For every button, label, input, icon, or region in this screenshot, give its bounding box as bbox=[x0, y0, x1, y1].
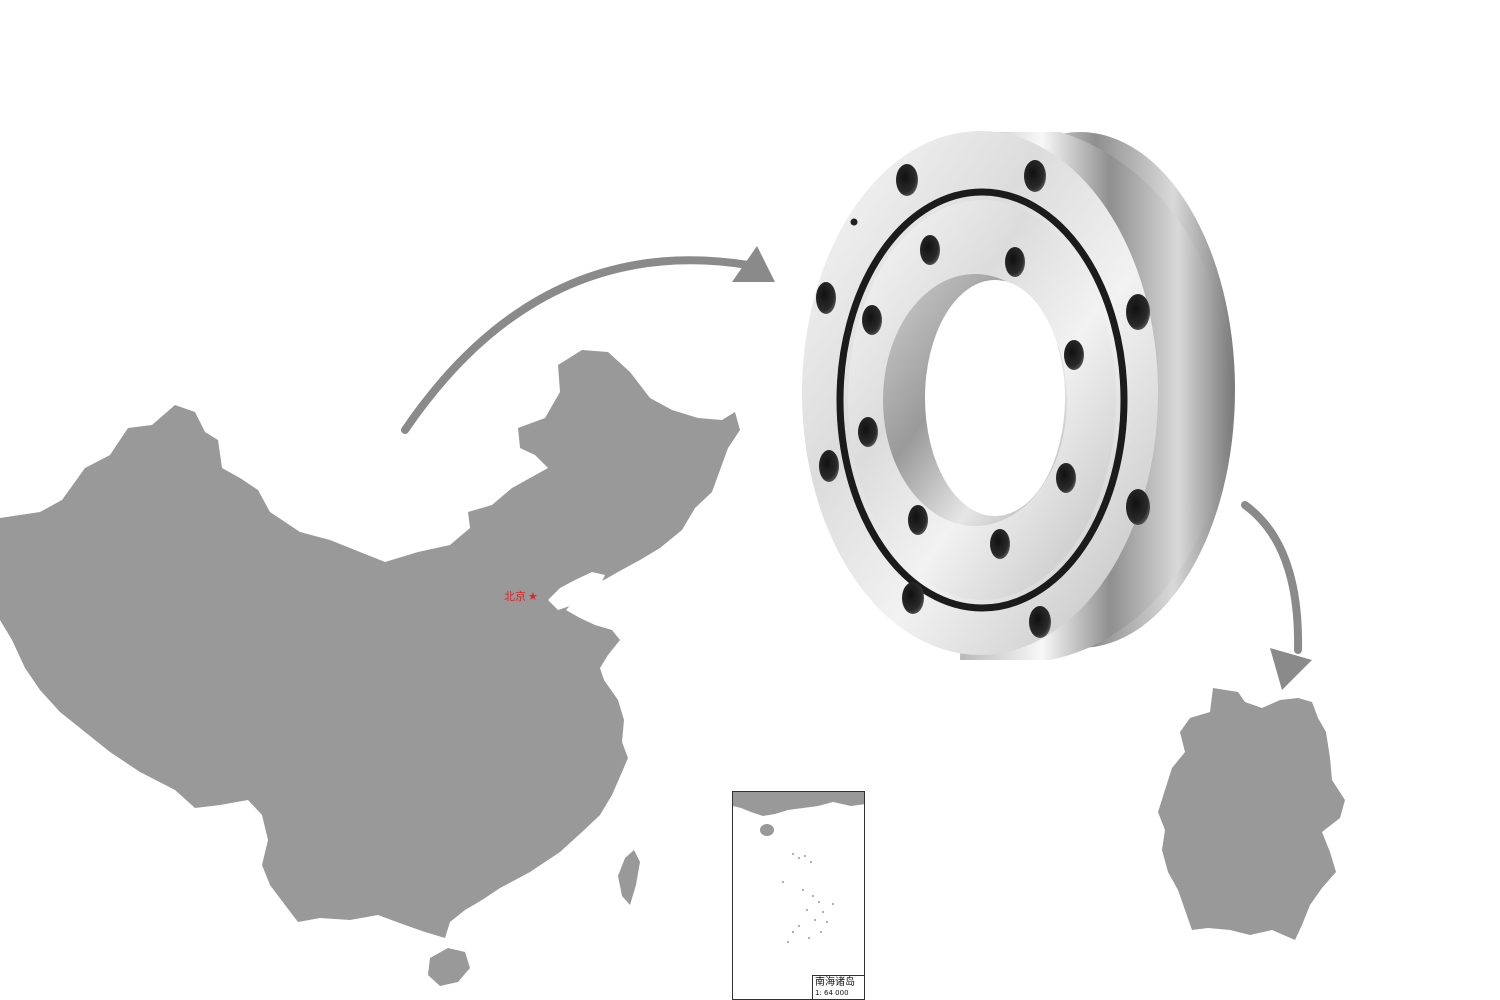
germany-map bbox=[1158, 688, 1345, 940]
china-map bbox=[0, 350, 740, 938]
curved-arrow-right bbox=[401, 256, 752, 434]
inner-bolt-holes bbox=[858, 235, 1084, 559]
inset-caption: 南海诸岛 1: 64 000 000 bbox=[812, 975, 864, 999]
arrow-head-right bbox=[732, 246, 775, 282]
lubrication-hole bbox=[850, 218, 858, 226]
taiwan-island bbox=[618, 850, 640, 905]
bohai-bay bbox=[548, 572, 605, 610]
inset-title: 南海诸岛 bbox=[815, 977, 855, 988]
outer-bolt-holes bbox=[816, 160, 1150, 638]
inset-scale: 1: 64 000 000 bbox=[815, 989, 849, 997]
curved-arrow-down bbox=[1241, 501, 1303, 654]
capital-name: 北京 bbox=[504, 590, 526, 603]
inset-map bbox=[733, 792, 864, 943]
inset-hainan bbox=[760, 824, 774, 836]
inset-island-dots bbox=[782, 853, 834, 943]
capital-star-icon: ★ bbox=[528, 590, 538, 603]
south-china-sea-inset: 南海诸岛 1: 64 000 000 bbox=[732, 791, 865, 1000]
inset-coastline bbox=[733, 792, 864, 816]
bearing-seal-gap bbox=[836, 188, 1128, 612]
hainan-island bbox=[428, 948, 470, 986]
bearing-bore bbox=[925, 280, 1065, 516]
arrow-head-down bbox=[1270, 648, 1312, 690]
capital-label: 北京★ bbox=[504, 588, 538, 604]
